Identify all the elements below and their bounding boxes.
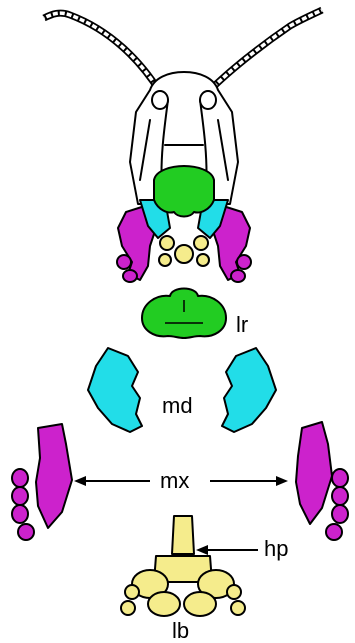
maxilla-left — [12, 424, 72, 540]
head-labrum — [154, 166, 214, 217]
mandible-right — [222, 348, 276, 432]
labium — [121, 516, 245, 616]
mandible-left — [88, 348, 142, 432]
head-labium — [159, 236, 209, 266]
label-mx: mx — [160, 468, 189, 493]
label-md: md — [162, 393, 193, 418]
antenna-left — [44, 13, 160, 92]
label-hp: hp — [264, 536, 288, 561]
label-lb: lb — [172, 618, 189, 643]
maxilla-right — [296, 422, 348, 540]
antenna-right — [208, 10, 322, 92]
hp-arrow — [196, 545, 258, 555]
labrum — [142, 289, 226, 339]
label-lr: lr — [236, 312, 248, 337]
